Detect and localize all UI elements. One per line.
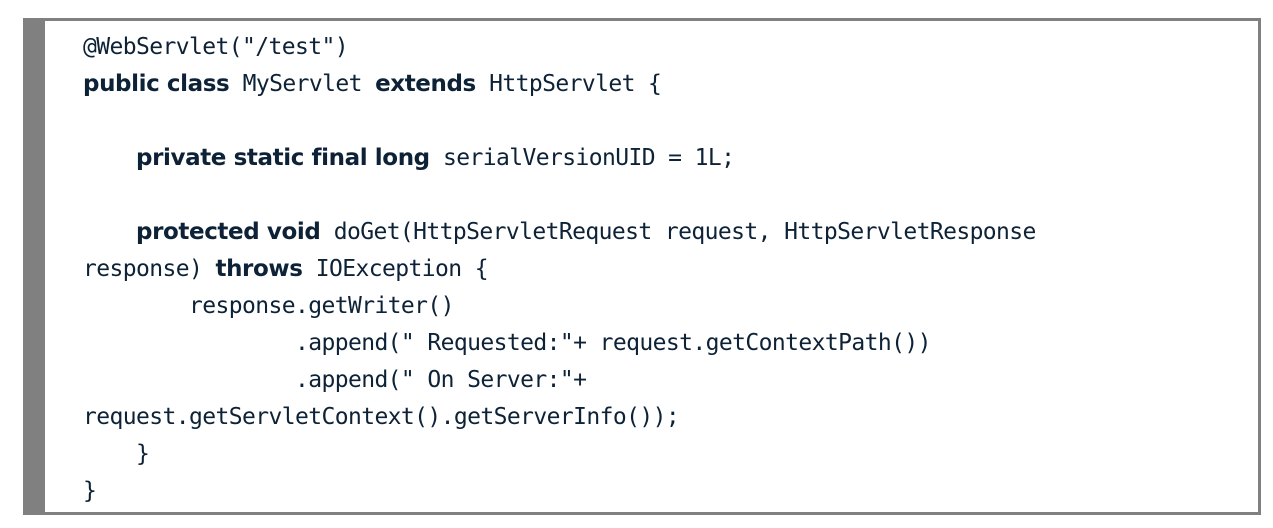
code-keyword: extends (375, 71, 476, 97)
code-line: response.getWriter() (83, 288, 1036, 325)
code-keyword: private static final long (136, 145, 430, 171)
code-block-frame: @WebServlet("/test") public class MyServl… (23, 18, 1261, 515)
code-text: } (83, 478, 97, 504)
code-text: doGet(HttpServletRequest request, HttpSe… (320, 219, 1037, 245)
code-text: response.getWriter() (83, 293, 455, 319)
code-keyword: public class (83, 71, 230, 97)
code-line: } (83, 473, 1036, 510)
code-line (83, 103, 1036, 140)
code-text: HttpServlet { (475, 71, 662, 97)
code-line: response) throws IOException { (83, 251, 1036, 288)
code-line: } (83, 436, 1036, 473)
code-text: MyServlet (229, 71, 376, 97)
code-text: request.getServletContext().getServerInf… (83, 404, 680, 430)
code-text: IOException { (302, 256, 489, 282)
code-listing: @WebServlet("/test") public class MyServl… (83, 29, 1036, 510)
code-text (83, 219, 136, 245)
code-text: serialVersionUID = 1L; (429, 145, 735, 171)
code-text: response) (83, 256, 216, 282)
code-line: @WebServlet("/test") (83, 29, 1036, 66)
code-line: public class MyServlet extends HttpServl… (83, 66, 1036, 103)
code-line: request.getServletContext().getServerInf… (83, 399, 1036, 436)
code-keyword: protected void (136, 219, 321, 245)
code-text: .append(" On Server:"+ (83, 367, 587, 393)
code-text: } (83, 441, 150, 467)
code-line (83, 177, 1036, 214)
code-text (83, 145, 136, 171)
code-line: protected void doGet(HttpServletRequest … (83, 214, 1036, 251)
code-line: .append(" Requested:"+ request.getContex… (83, 325, 1036, 362)
code-text: @WebServlet("/test") (83, 34, 349, 60)
code-line: private static final long serialVersionU… (83, 140, 1036, 177)
code-text: .append(" Requested:"+ request.getContex… (83, 330, 931, 356)
code-keyword: throws (215, 256, 303, 282)
code-line: .append(" On Server:"+ (83, 362, 1036, 399)
